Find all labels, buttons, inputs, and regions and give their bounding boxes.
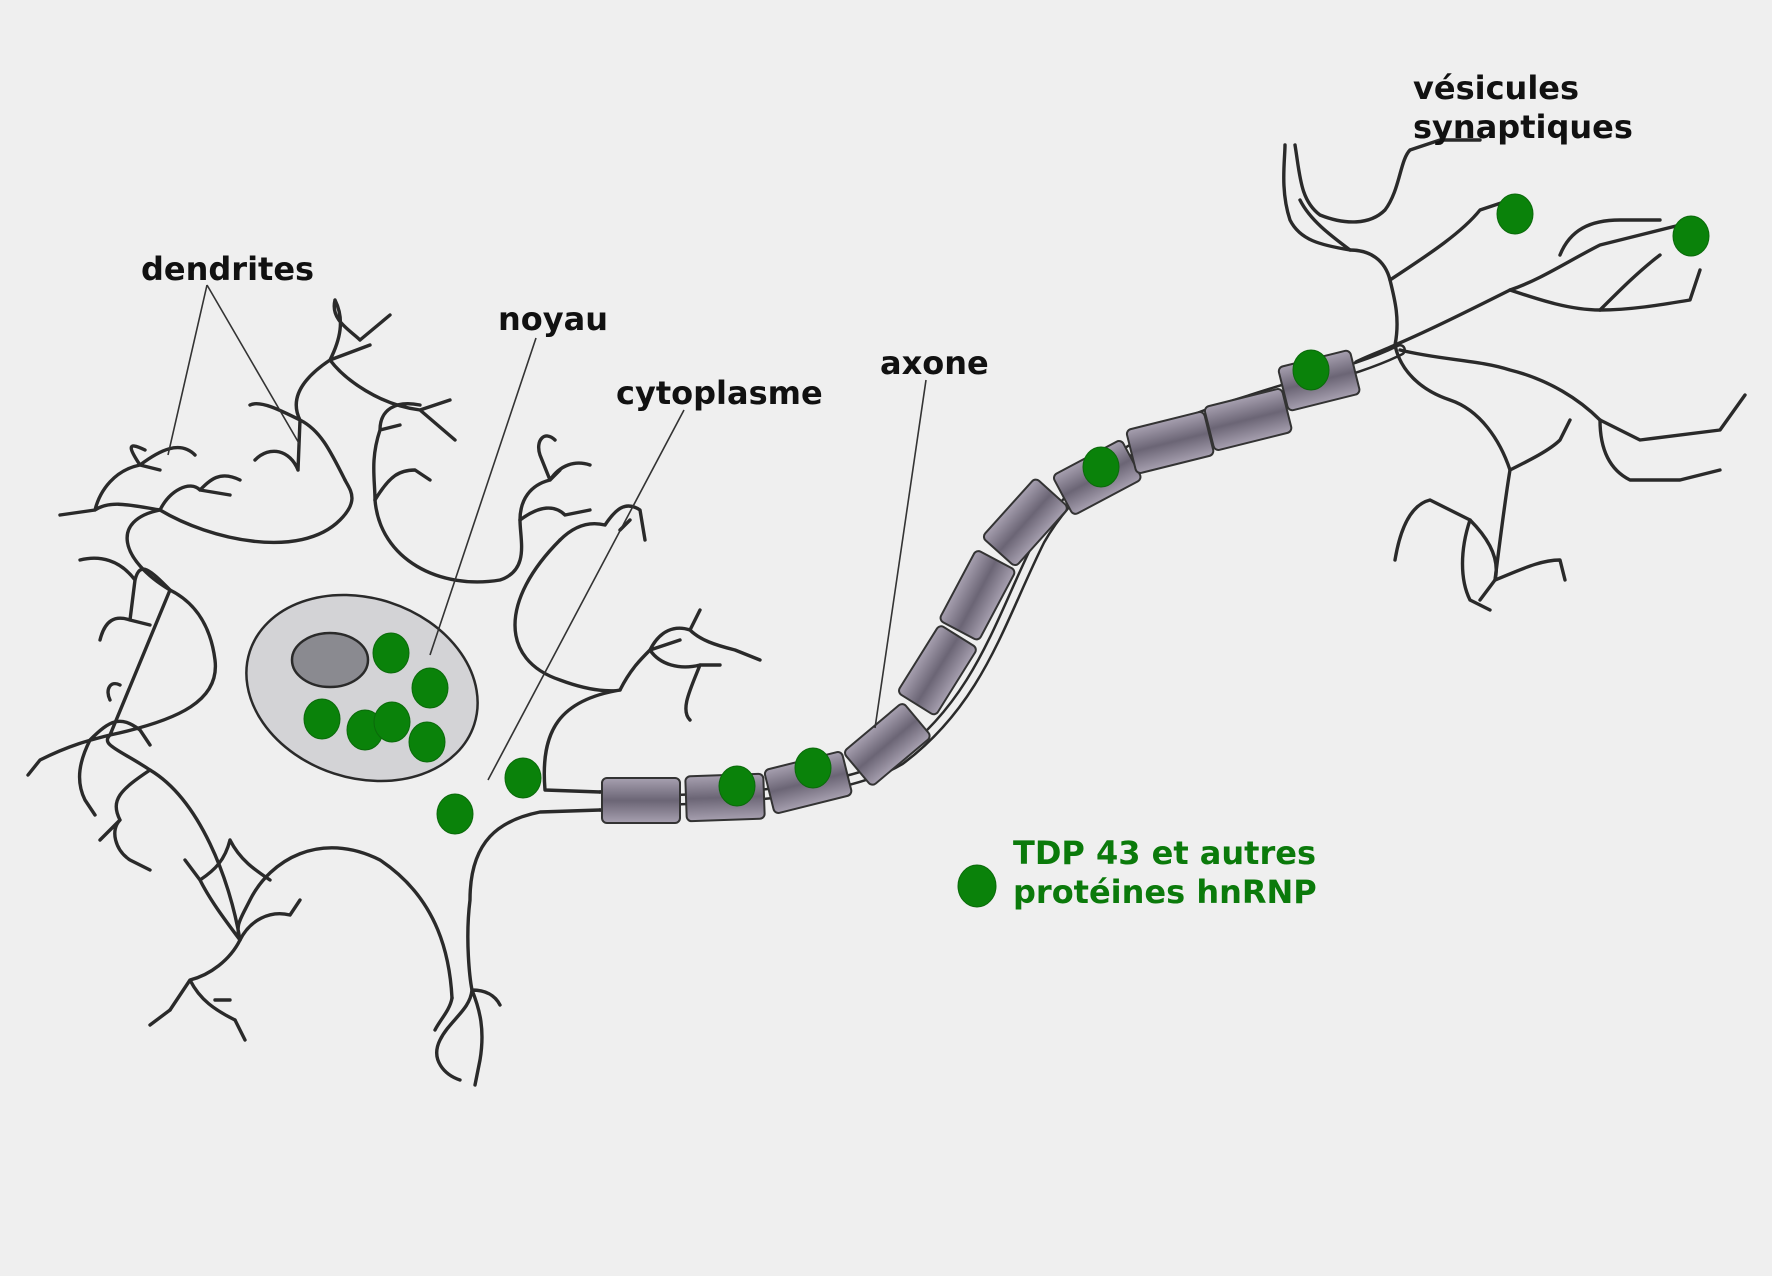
label-axone: axone: [880, 344, 989, 382]
protein-dot: [718, 765, 756, 807]
leader-cytoplasme: [487, 409, 685, 781]
label-dendrites: dendrites: [141, 250, 314, 288]
protein-dot: [1672, 215, 1710, 257]
labels: dendrites noyau cytoplasme axone vésicul…: [141, 69, 1633, 412]
label-cytoplasme: cytoplasme: [616, 374, 823, 412]
myelin-segment: [844, 703, 931, 786]
protein-dot: [1082, 446, 1120, 488]
legend-label-line2: protéines hnRNP: [1013, 873, 1317, 911]
protein-dot: [794, 747, 832, 789]
myelin-segment: [1125, 411, 1215, 474]
nucleus: [245, 593, 479, 783]
protein-dot: [372, 632, 410, 674]
protein-dot: [303, 698, 341, 740]
dendrites: [26, 298, 762, 1087]
label-noyau: noyau: [498, 300, 608, 338]
myelin-sheath: [601, 349, 1361, 824]
protein-dot: [373, 701, 411, 743]
axon-terminals: [1282, 138, 1747, 612]
protein-dot: [436, 793, 474, 835]
nucleolus: [290, 631, 370, 689]
legend-protein-dot: [957, 864, 997, 908]
legend-label-line1: TDP 43 et autres: [1013, 834, 1316, 872]
myelin-segment: [939, 550, 1016, 641]
protein-dot: [1496, 193, 1534, 235]
leader-axone: [874, 379, 927, 729]
protein-dot: [408, 721, 446, 763]
leader-dendrites-1: [167, 284, 208, 456]
myelin-segment: [898, 625, 977, 716]
leader-dendrites-2: [206, 284, 301, 446]
legend: TDP 43 et autres protéines hnRNP: [957, 834, 1317, 911]
myelin-segment: [1203, 388, 1293, 451]
myelin-segment: [982, 478, 1068, 567]
protein-dot: [504, 757, 542, 799]
protein-dots: [303, 193, 1710, 835]
label-vesicules-line2: synaptiques: [1413, 108, 1633, 146]
protein-dot: [411, 667, 449, 709]
label-vesicules-line1: vésicules: [1413, 69, 1579, 107]
nucleus-shape: [245, 593, 479, 783]
leader-noyau: [429, 337, 537, 656]
protein-dot: [1292, 349, 1330, 391]
leader-lines: [167, 284, 927, 781]
cell-body: [105, 478, 622, 1000]
myelin-segment: [601, 777, 681, 824]
